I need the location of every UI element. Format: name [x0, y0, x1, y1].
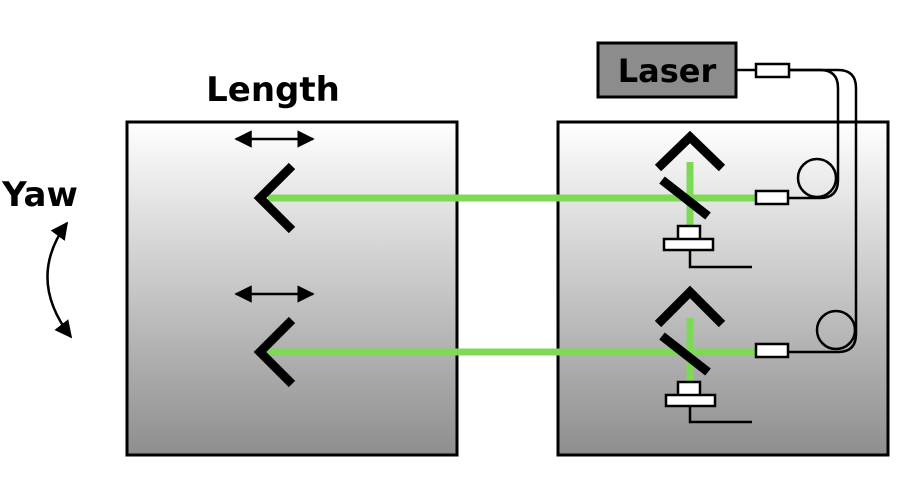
corner-reflector-bottom [253, 316, 296, 388]
beam-splitter-top [659, 176, 711, 220]
length-label: Length [206, 70, 340, 110]
fiber-collimator-bottom [754, 342, 790, 359]
corner-reflector-top [253, 162, 296, 234]
fiber-to-bottom-collimator [788, 68, 858, 354]
yaw-arrow [46, 221, 73, 339]
beam-splitter-bottom [659, 332, 711, 376]
yaw-label: Yaw [1, 175, 78, 215]
right-panel [556, 120, 890, 457]
reference-reflector-bottom [654, 285, 726, 328]
laser-label: Laser [618, 52, 717, 90]
laser-fiber-connector [754, 62, 791, 79]
photodetector-bottom [664, 380, 752, 424]
fiber-coil-bottom [815, 309, 857, 351]
reference-reflector-top [654, 130, 726, 172]
photodetector-top [662, 224, 752, 269]
fiber-coil-top [796, 157, 838, 199]
fiber-collimator-top [754, 189, 790, 206]
laser-box [596, 41, 738, 99]
